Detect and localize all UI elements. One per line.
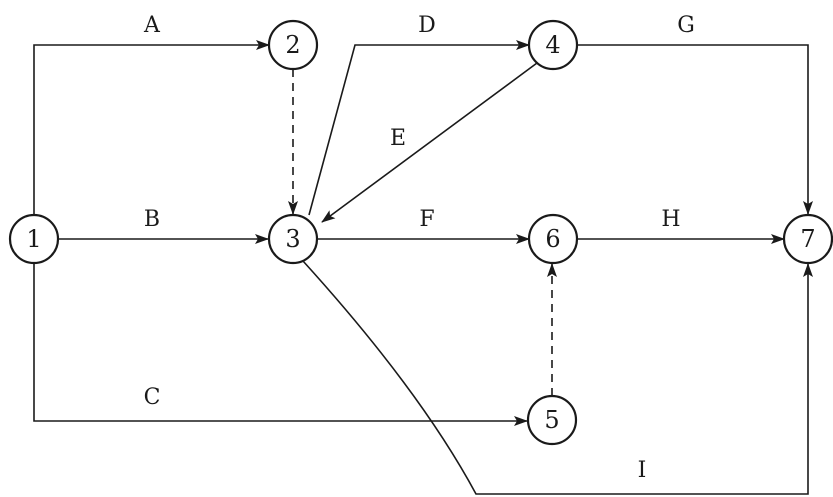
node-5: 5 [526, 394, 578, 446]
nodes-group: 1 2 3 4 5 6 7 [8, 19, 833, 446]
node-label-1: 1 [26, 225, 41, 253]
edge-e [321, 62, 538, 223]
edges-group [33, 40, 813, 495]
node-label-5: 5 [544, 406, 559, 434]
node-6: 6 [527, 213, 579, 265]
node-label-4: 4 [545, 31, 560, 59]
edge-label-c: C [144, 385, 161, 410]
node-label-3: 3 [285, 225, 300, 253]
edge-i [302, 260, 813, 495]
node-label-2: 2 [285, 31, 300, 59]
edge-labels-group: A B C D E F G H I [143, 13, 695, 483]
edge-label-g: G [677, 13, 695, 38]
edge-label-a: A [143, 13, 161, 38]
edge-d [308, 40, 530, 216]
node-3: 3 [267, 213, 319, 265]
edge-c [33, 263, 528, 426]
node-2: 2 [267, 19, 319, 71]
node-4: 4 [527, 19, 579, 71]
edge-label-b: B [144, 207, 160, 232]
edge-label-i: I [638, 458, 647, 483]
edge-label-f: F [419, 207, 434, 232]
node-label-6: 6 [545, 225, 560, 253]
edge-label-e: E [390, 126, 406, 151]
edge-a [33, 40, 270, 215]
edge-g [576, 44, 813, 215]
node-1: 1 [8, 213, 60, 265]
edge-label-d: D [418, 13, 436, 38]
node-label-7: 7 [800, 225, 815, 253]
node-7: 7 [782, 213, 833, 265]
edge-label-h: H [661, 207, 680, 232]
